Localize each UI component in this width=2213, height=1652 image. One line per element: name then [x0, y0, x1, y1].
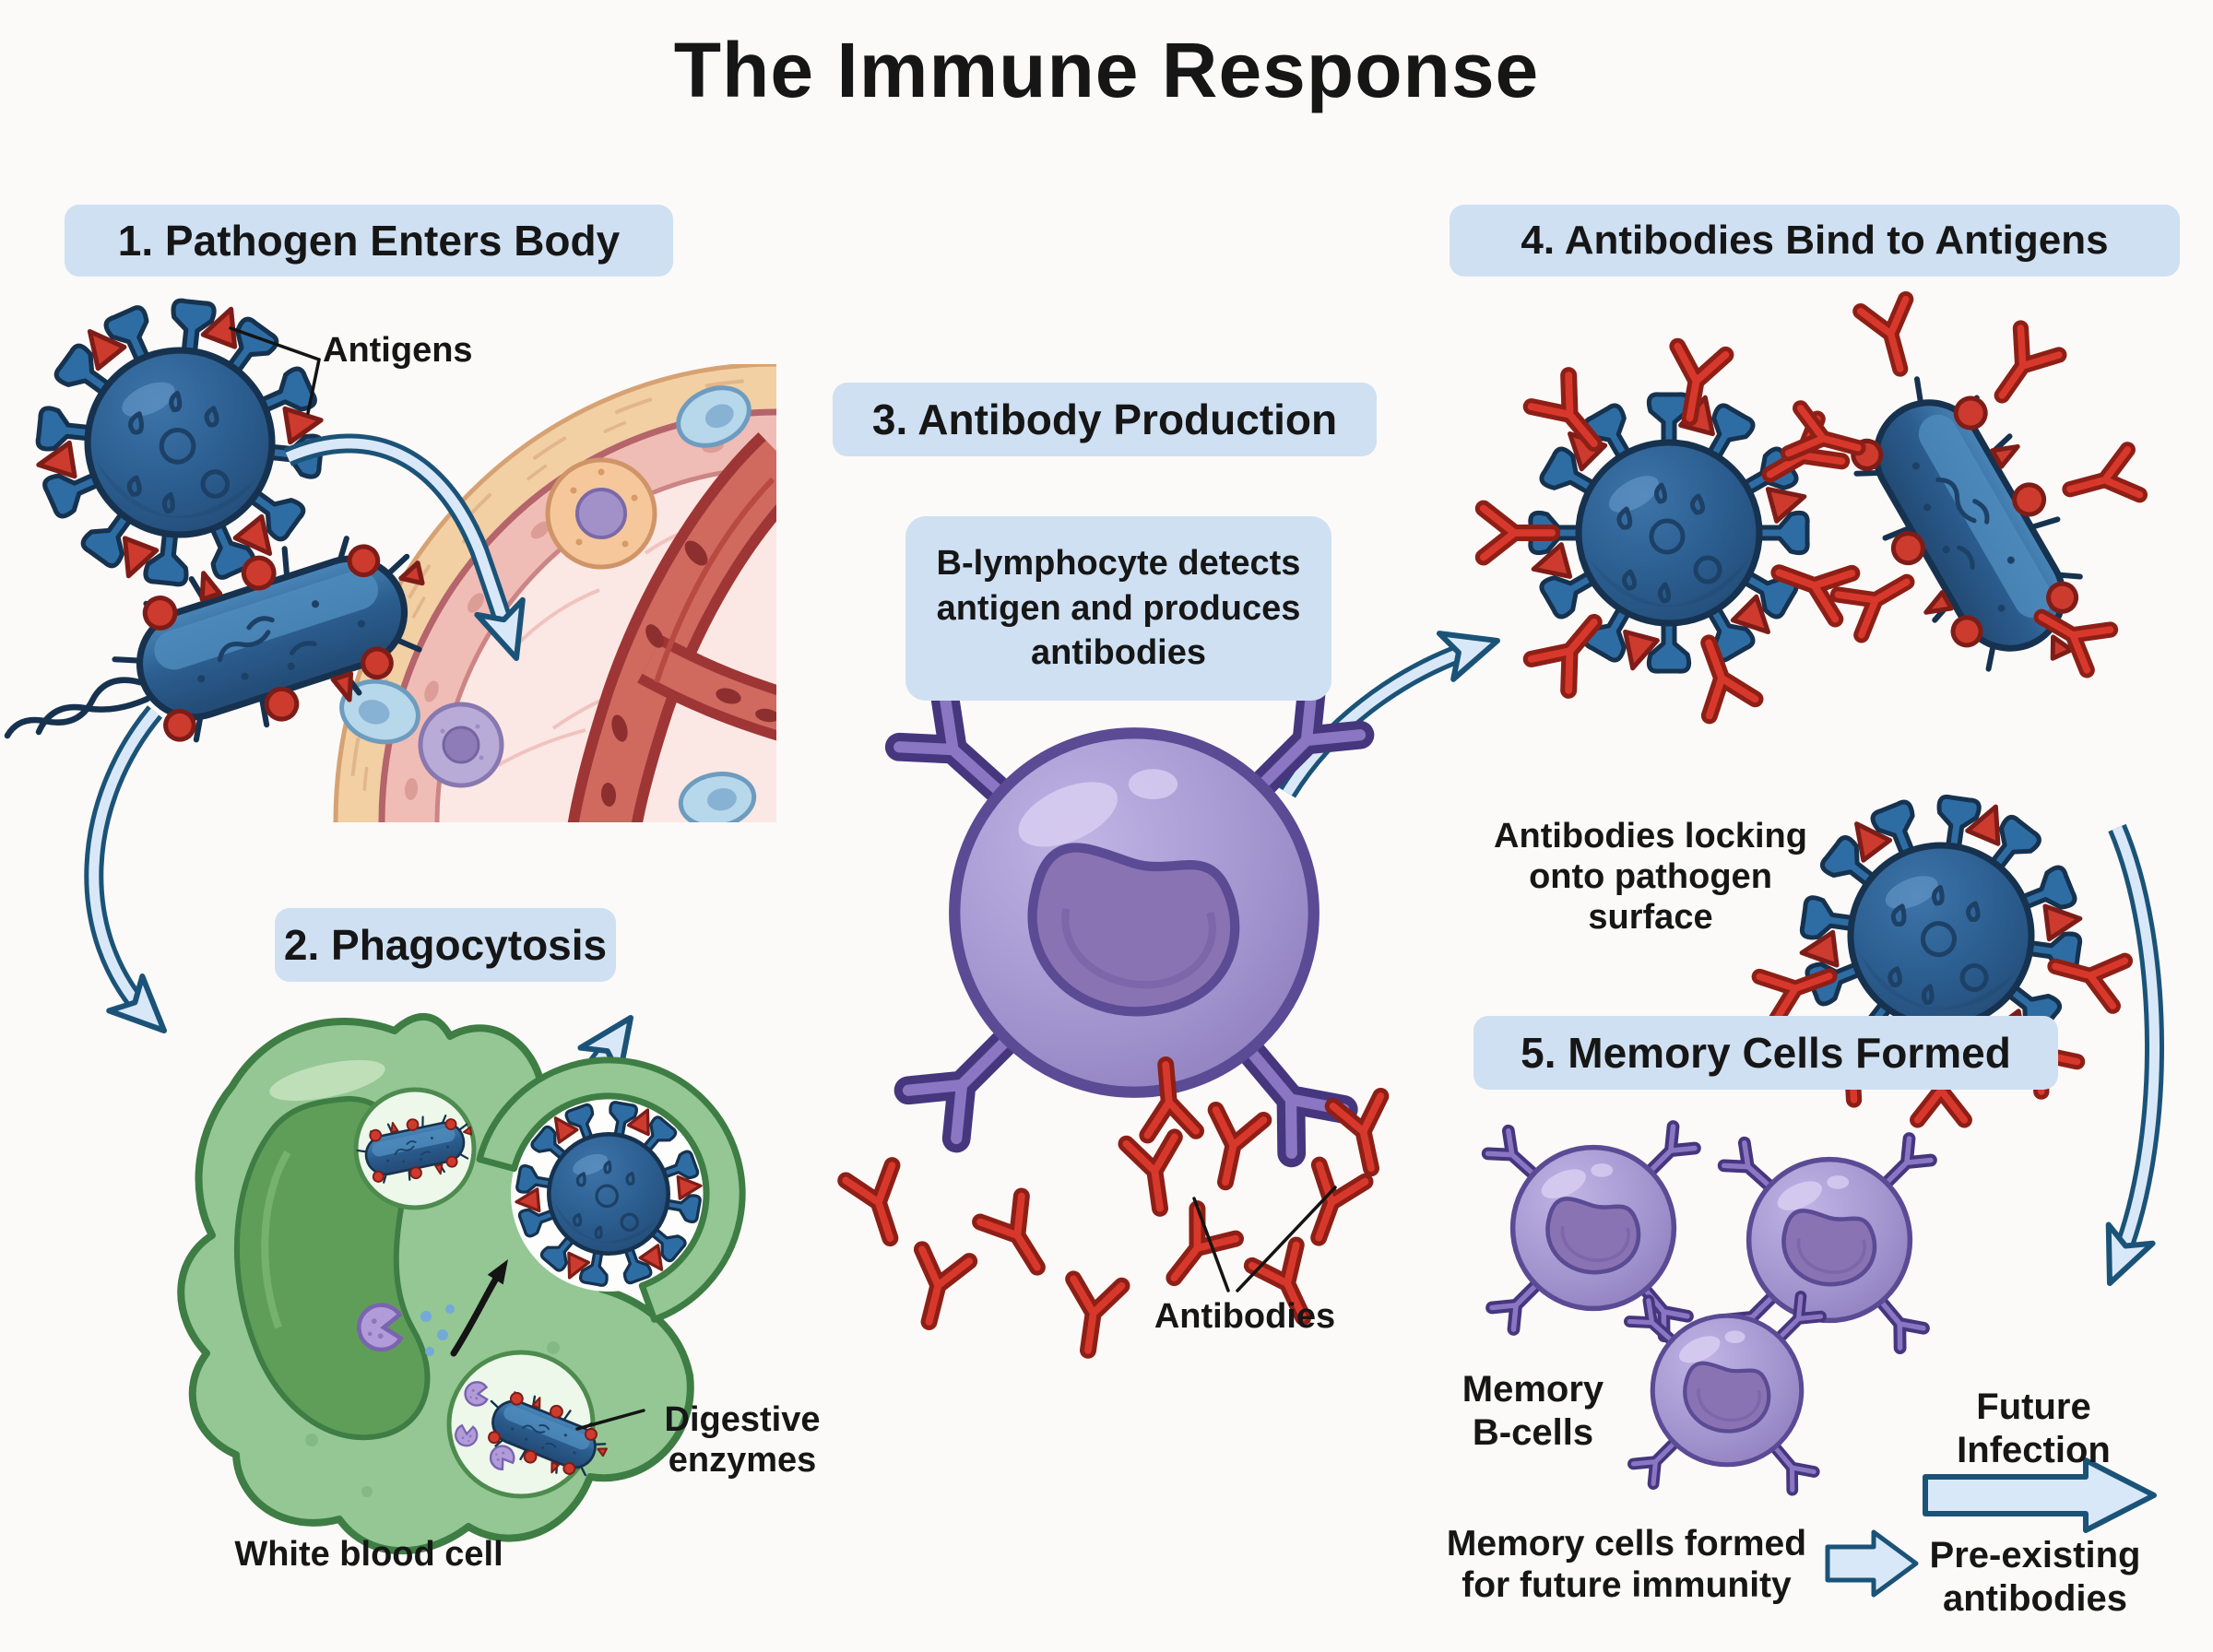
- antibodies-locking-label: Antibodies locking onto pathogen surface: [1494, 816, 1807, 938]
- label-pointer-lines: [229, 326, 1337, 1431]
- step5-heading: 5. Memory Cells Formed: [1473, 1016, 2058, 1090]
- tissue-cell-blue: [339, 678, 420, 745]
- tissue-cell-purple: [418, 702, 504, 788]
- step1-heading: 1. Pathogen Enters Body: [65, 205, 673, 277]
- pre-existing-antibodies-label: Pre-existing antibodies: [1929, 1535, 2141, 1619]
- step3-info-box: B-lymphocyte detects antigen and produce…: [905, 516, 1331, 701]
- bacterium-flagella: [4, 677, 151, 739]
- memory-b-cell-illustration: [1629, 1296, 1820, 1490]
- future-infection-arrow: [1923, 1457, 2157, 1533]
- antibody-icon: [846, 1165, 913, 1245]
- memory-b-cell-illustration: [1488, 1127, 1695, 1336]
- antibody-icon: [2064, 450, 2139, 512]
- tissue-cell-orange: [545, 457, 657, 570]
- tissue-cell-blue: [678, 772, 757, 822]
- arrow-step3-to-step4: [1279, 618, 1505, 798]
- future-infection-label: Future Infection: [1957, 1386, 2111, 1470]
- antibody-icon: [1296, 1165, 1365, 1246]
- arrow-step4-to-step5: [2088, 823, 2164, 1292]
- engulfing-arrow: [450, 1259, 508, 1357]
- bacterium-with-antibodies: [1789, 300, 2140, 703]
- pseudopod-arm: [476, 1056, 746, 1323]
- virus-pathogen: [23, 286, 337, 599]
- b-lymphocyte-illustration: [899, 687, 1360, 1153]
- step3-heading: 3. Antibody Production: [833, 383, 1377, 456]
- blood-vessel: [567, 432, 776, 822]
- white-blood-cell-illustration: [177, 1013, 746, 1555]
- page-title: The Immune Response: [673, 27, 1540, 113]
- memory-b-cells-label: Memory B-cells: [1462, 1369, 1604, 1453]
- antibody-icon: [980, 1197, 1058, 1280]
- arrow-step1-to-step2: [84, 705, 181, 1048]
- antibody-icon: [1333, 1096, 1395, 1174]
- memory-cells-formed-label: Memory cells formed for future immunity: [1446, 1523, 1807, 1605]
- phagosome-vesicle: [351, 1087, 480, 1210]
- antibody-icon: [1201, 1110, 1263, 1187]
- step2-heading: 2. Phagocytosis: [275, 908, 616, 982]
- step4-heading: 4. Antibodies Bind to Antigens: [1450, 205, 2180, 277]
- antibody-icon: [1127, 1137, 1185, 1211]
- memory-b-cell-illustration: [1724, 1139, 1931, 1348]
- tissue-cross-section-illustration: [333, 364, 776, 822]
- antibody-icon: [1064, 1279, 1122, 1353]
- antibodies-label: Antibodies: [1154, 1296, 1336, 1336]
- digestive-enzymes-label: Digestive enzymes: [664, 1399, 821, 1480]
- white-blood-cell-label: White blood cell: [234, 1534, 503, 1574]
- tissue-cell-blue: [676, 385, 751, 448]
- antibody-icon: [905, 1249, 969, 1328]
- antigens-label: Antigens: [323, 331, 473, 370]
- antibody-icon: [1983, 328, 2059, 408]
- memory-to-antibodies-arrow: [1825, 1529, 1919, 1598]
- antibody-icon: [1861, 300, 1923, 375]
- arrow-pathogen-to-tissue: [283, 433, 539, 666]
- enzyme-particles: [420, 1304, 455, 1356]
